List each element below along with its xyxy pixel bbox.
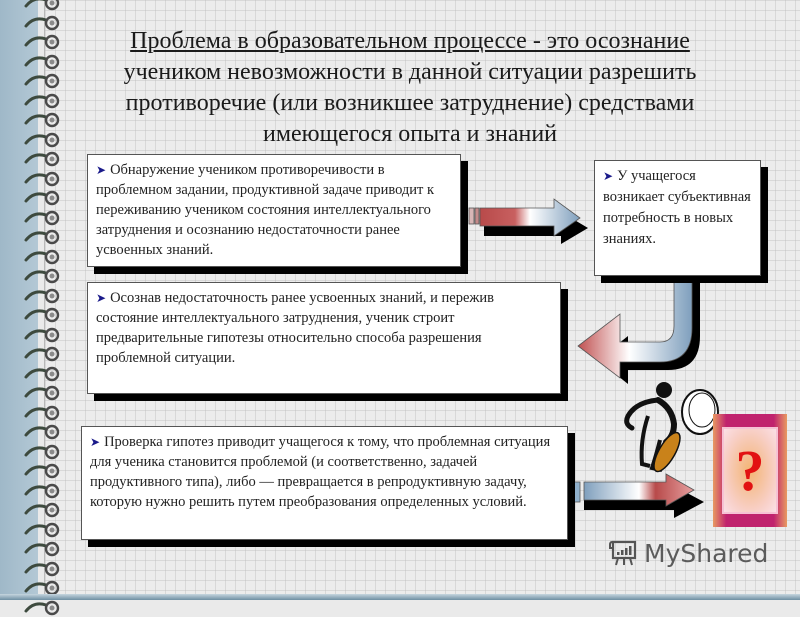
spiral-binding: [24, 0, 64, 615]
question-mark-frame: ?: [713, 414, 787, 527]
title-line-3: противоречие (или возникшее затруднение)…: [125, 90, 695, 116]
spiral-coil-icon: [24, 0, 60, 11]
spiral-coil-icon: [24, 268, 60, 284]
box-text: Осознав недостаточность ранее усвоенных …: [96, 290, 495, 366]
arrow-right-icon: [462, 198, 588, 244]
box-text: У учащегося возникает субъективная потре…: [603, 168, 751, 247]
spiral-coil-icon: [24, 502, 60, 518]
spiral-coil-icon: [24, 405, 60, 420]
box-text: Обнаружение учеником противоречивости в …: [96, 162, 435, 258]
spiral-coil-icon: [24, 73, 60, 89]
spiral-coil-icon: [24, 541, 60, 557]
spiral-coil-icon: [24, 15, 60, 30]
spiral-coil-icon: [24, 385, 60, 401]
bottom-edge: [0, 594, 800, 600]
question-mark-icon: ?: [722, 427, 778, 514]
spiral-coil-icon: [24, 190, 60, 206]
spiral-coil-icon: [24, 54, 60, 69]
slide-title: Проблема в образовательном процессе - эт…: [80, 26, 740, 150]
arrow-bullet-icon: ➤: [90, 435, 101, 449]
spiral-coil-icon: [24, 210, 60, 225]
spiral-coil-icon: [24, 249, 60, 264]
spiral-coil-icon: [24, 483, 60, 498]
spiral-coil-icon: [24, 600, 60, 615]
text-box-hypotheses: ➤Осознав недостаточность ранее усвоенных…: [87, 282, 561, 394]
title-line-2: учеником невозможности в данной ситуации…: [123, 59, 697, 85]
text-box-need: ➤У учащегося возникает субъективная потр…: [594, 160, 761, 276]
spiral-coil-icon: [24, 93, 60, 108]
spiral-coil-icon: [24, 366, 60, 381]
text-box-contradiction: ➤Обнаружение учеником противоречивости в…: [87, 154, 461, 267]
arrow-bullet-icon: ➤: [96, 163, 107, 177]
spiral-coil-icon: [24, 151, 60, 167]
spiral-coil-icon: [24, 132, 60, 147]
title-line-4: имеющегося опыта и знаний: [262, 121, 558, 147]
box-text: Проверка гипотез приводит учащегося к то…: [90, 434, 551, 510]
spiral-coil-icon: [24, 288, 60, 303]
presentation-board-icon: [609, 540, 637, 566]
title-line-1: Проблема в образовательном процессе - эт…: [130, 28, 690, 54]
myshared-watermark: MyShared: [608, 538, 768, 568]
spiral-coil-icon: [24, 307, 60, 323]
spiral-coil-icon: [24, 112, 60, 128]
arrow-right-icon: [563, 473, 704, 518]
spiral-coil-icon: [24, 522, 60, 537]
spiral-coil-icon: [24, 327, 60, 342]
spiral-coil-icon: [24, 229, 60, 245]
spiral-coil-icon: [24, 463, 60, 479]
curved-arrow-left-icon: [577, 275, 700, 384]
text-box-verification: ➤Проверка гипотез приводит учащегося к т…: [81, 426, 568, 540]
spiral-coil-icon: [24, 346, 60, 362]
spiral-coil-icon: [24, 424, 60, 440]
arrow-bullet-icon: ➤: [603, 169, 614, 183]
spiral-coil-icon: [24, 171, 60, 186]
spiral-coil-icon: [24, 34, 60, 50]
person-with-magnifier-icon: [624, 382, 719, 473]
spiral-coil-icon: [24, 444, 60, 459]
watermark-text: MyShared: [644, 538, 769, 568]
spiral-coil-icon: [24, 561, 60, 576]
arrow-bullet-icon: ➤: [96, 291, 107, 305]
